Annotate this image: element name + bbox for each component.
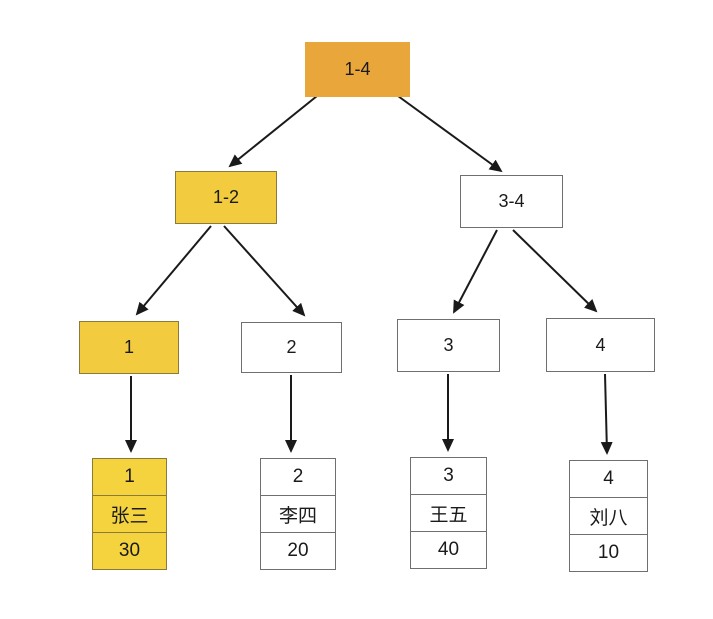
record-name: 刘八 xyxy=(569,497,648,535)
edge-3-4-to-3 xyxy=(453,229,498,314)
tree-node-3: 3 xyxy=(397,319,500,372)
tree-node-1-4: 1-4 xyxy=(305,42,410,97)
tree-node-1: 1 xyxy=(79,321,179,374)
record-value: 30 xyxy=(92,532,167,570)
record-id: 1 xyxy=(92,458,167,496)
edge-3-4-to-4 xyxy=(512,229,598,313)
edge-1-2-to-2 xyxy=(223,225,306,317)
record-id: 2 xyxy=(260,458,336,496)
record-card-4: 4 刘八 10 xyxy=(569,460,648,572)
tree-node-4: 4 xyxy=(546,318,655,372)
record-card-2: 2 李四 20 xyxy=(260,458,336,570)
edge-root-to-3-4 xyxy=(397,95,503,173)
tree-node-2: 2 xyxy=(241,322,342,373)
record-value: 20 xyxy=(260,532,336,570)
record-name: 王五 xyxy=(410,494,487,532)
tree-node-1-2: 1-2 xyxy=(175,171,277,224)
record-card-1: 1 张三 30 xyxy=(92,458,167,570)
record-name: 张三 xyxy=(92,495,167,533)
edge-1-2-to-1 xyxy=(135,225,212,316)
record-id: 4 xyxy=(569,460,648,498)
edge-root-to-1-2 xyxy=(228,95,318,168)
record-card-3: 3 王五 40 xyxy=(410,457,487,569)
edge-4-to-record xyxy=(600,373,613,455)
record-value: 40 xyxy=(410,531,487,569)
record-id: 3 xyxy=(410,457,487,495)
record-value: 10 xyxy=(569,534,648,572)
record-name: 李四 xyxy=(260,495,336,533)
tree-node-3-4: 3-4 xyxy=(460,175,563,228)
